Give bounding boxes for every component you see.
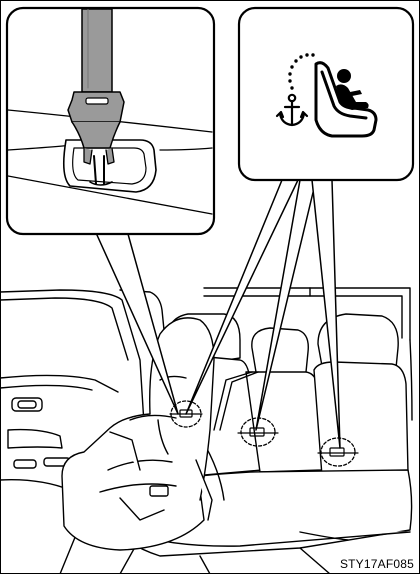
backrest-right	[314, 362, 408, 476]
harness-buckle	[150, 486, 168, 496]
left-callout	[7, 8, 214, 234]
right-callout	[239, 8, 413, 180]
figure-code: STY17AF085	[340, 557, 414, 571]
headrest-center	[252, 328, 308, 375]
armrest	[8, 430, 62, 448]
door-handle-icon	[12, 398, 42, 411]
